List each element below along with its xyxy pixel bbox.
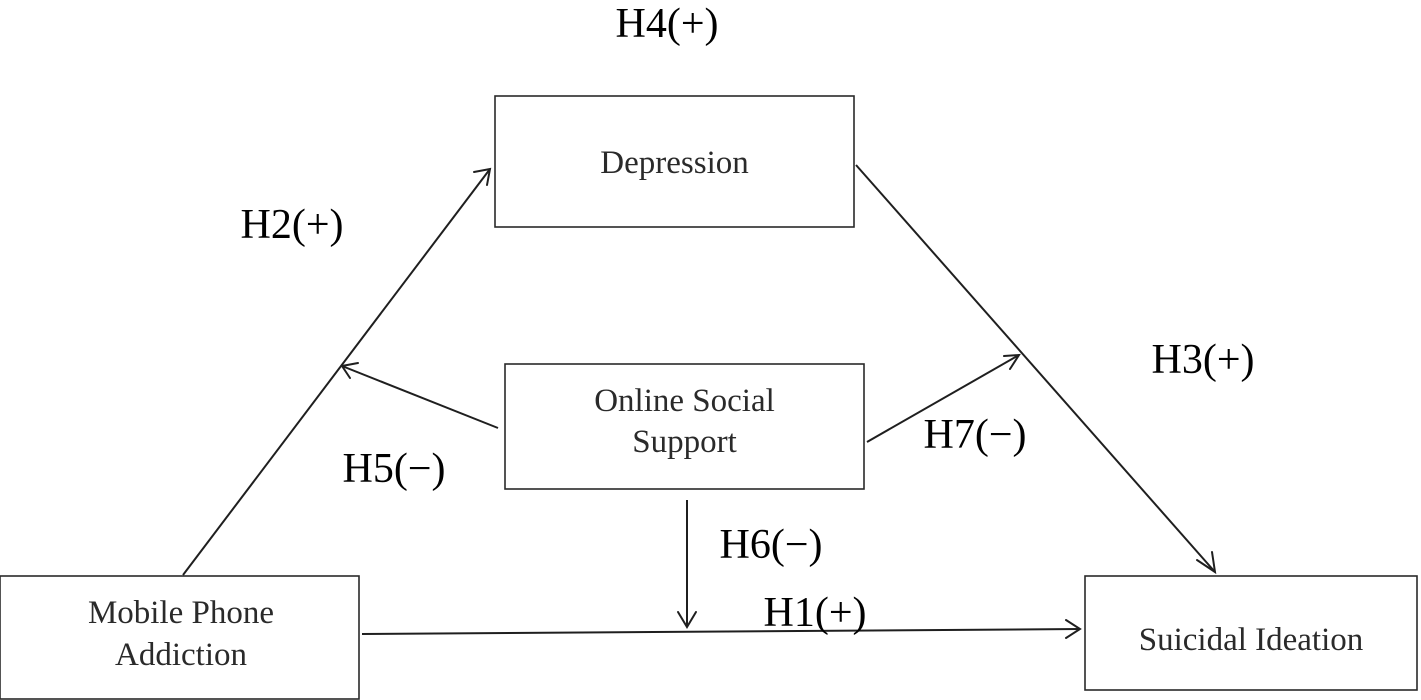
depression-node: Depression <box>494 95 855 228</box>
mobile-phone-addiction-label-line2: Addiction <box>115 637 247 673</box>
online-social-support-label-line1: Online Social <box>594 383 775 419</box>
suicidal-ideation-node: Suicidal Ideation <box>1084 575 1418 691</box>
depression-label: Depression <box>600 145 748 181</box>
hypothesis-h4-label: H4(+) <box>616 1 719 47</box>
online-social-support-node: Online Social Support <box>504 363 865 490</box>
arrow-support-moderates-h3 <box>866 353 1021 443</box>
mobile-phone-addiction-node: Mobile Phone Addiction <box>0 575 360 700</box>
hypothesis-h3-label: H3(+) <box>1152 337 1255 383</box>
arrow-mobile-to-suicidal <box>361 619 1082 639</box>
arrow-support-moderates-h2 <box>340 362 499 429</box>
arrow-mobile-to-depression <box>182 167 492 576</box>
online-social-support-label-line2: Support <box>632 424 737 460</box>
hypothesis-h2-label: H2(+) <box>241 202 344 248</box>
arrow-depression-to-suicidal <box>855 164 1217 575</box>
suicidal-ideation-label: Suicidal Ideation <box>1139 622 1364 658</box>
hypothesis-h7-label: H7(−) <box>924 412 1027 458</box>
arrow-support-moderates-h1 <box>677 500 697 629</box>
hypothesis-h5-label: H5(−) <box>343 446 446 492</box>
mobile-phone-addiction-label-line1: Mobile Phone <box>88 595 274 631</box>
hypothesis-h6-label: H6(−) <box>720 522 823 568</box>
hypothesis-h1-label: H1(+) <box>764 590 867 636</box>
